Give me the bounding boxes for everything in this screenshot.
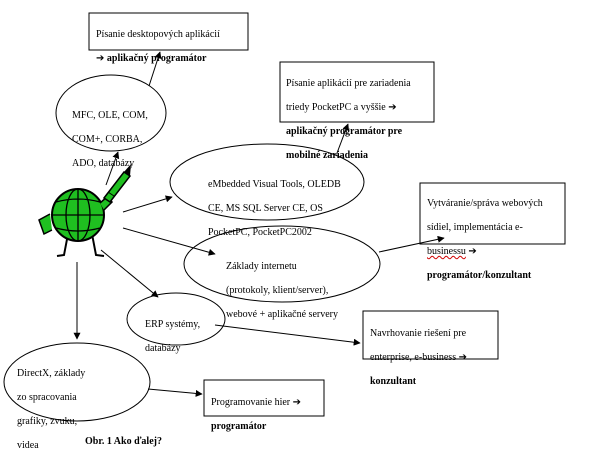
role-label: programátor/konzultant: [427, 270, 532, 281]
box-line: Vytváranie/správa webových: [427, 198, 543, 209]
box-enterprise: [362, 310, 499, 360]
box-web: [419, 182, 566, 245]
node-line: grafiky, zvuku,: [17, 416, 78, 427]
box-line: enterprise, e-business ➔: [370, 352, 496, 364]
node-erp-text: ERP systémy, databázy: [145, 307, 215, 367]
box-line-text: Programovanie hier: [211, 397, 291, 408]
arrow-figure-to-mfc: [105, 151, 120, 186]
box-games-text: Programovanie hier ➔ programátor: [211, 385, 323, 445]
box-enterprise-text: Navrhovanie riešení pre enterprise, e-bu…: [370, 316, 496, 400]
arrow-figure-to-embedded: [122, 195, 173, 213]
node-line: ERP systémy,: [145, 319, 201, 330]
arrow-figure-to-internet: [122, 227, 216, 256]
node-line: zo spracovania: [17, 392, 77, 403]
box-desktop-text: Písanie desktopových aplikácií ➔ aplikač…: [96, 17, 246, 77]
ellipse-embedded: [169, 143, 365, 221]
box-line: Písanie desktopových aplikácií: [96, 29, 220, 40]
box-line: triedy PocketPC a vyššie ➔: [286, 102, 434, 114]
box-pocketpc-text: Písanie aplikácií pre zariadenia triedy …: [286, 66, 434, 174]
globe-figure-icon: [38, 164, 132, 257]
ellipse-internet: [183, 225, 381, 303]
box-line: mobilné zariadenia: [286, 150, 434, 162]
role-label: mobilné zariadenia: [286, 150, 368, 161]
node-line: COM+, CORBA,: [72, 134, 143, 145]
node-line: webové + aplikačné servery: [226, 309, 338, 320]
node-line: eMbedded Visual Tools, OLEDB: [208, 179, 341, 190]
node-line: (protokoly, klient/server),: [226, 285, 329, 296]
role-label: programátor: [211, 421, 267, 432]
role-label: aplikačný programátor: [106, 53, 207, 64]
arrow-glyph: ➔: [458, 352, 467, 363]
box-line: Navrhovanie riešení pre: [370, 328, 467, 339]
box-line: programátor: [211, 421, 323, 433]
node-line: Základy internetu: [226, 261, 297, 272]
box-line-text: enterprise, e-business: [370, 352, 457, 363]
box-web-text: Vytváranie/správa webových sídiel, imple…: [427, 186, 563, 294]
arrow-mfc-to-desktop: [148, 51, 162, 87]
role-label: konzultant: [370, 376, 417, 387]
node-embedded-text: eMbedded Visual Tools, OLEDB CE, MS SQL …: [208, 167, 358, 251]
arrow-directx-to-games: [147, 388, 203, 397]
node-line: PocketPC, PocketPC2002: [208, 227, 312, 238]
box-games: [203, 379, 325, 417]
node-line: ADO, databázy: [72, 158, 135, 169]
box-desktop: [88, 12, 249, 51]
arrow-figure-to-erp: [100, 249, 159, 298]
arrow-erp-to-enterprise: [214, 324, 361, 346]
node-line: videa: [17, 440, 39, 451]
ellipse-directx: [3, 342, 151, 422]
ellipse-mfc: [55, 74, 167, 152]
node-line: DirectX, základy: [17, 368, 86, 379]
arrow-glyph: ➔: [388, 102, 397, 113]
node-line: CE, MS SQL Server CE, OS: [208, 203, 323, 214]
figure-caption: Obr. 1 Ako ďalej?: [85, 436, 162, 447]
arrow-glyph: ➔: [96, 53, 105, 64]
box-line: businessu ➔: [427, 246, 563, 258]
box-line: programátor/konzultant: [427, 270, 563, 282]
ellipse-erp: [126, 292, 226, 346]
node-directx-text: DirectX, základy zo spracovania grafiky,…: [17, 356, 117, 464]
box-line: konzultant: [370, 376, 496, 388]
misspelled-word: businessu: [427, 246, 466, 257]
box-pocketpc: [279, 61, 435, 123]
node-line: databázy: [145, 343, 181, 354]
role-label: aplikačný programátor pre: [286, 126, 403, 137]
node-line: MFC, OLE, COM,: [72, 110, 148, 121]
box-line: Písanie aplikácií pre zariadenia: [286, 78, 411, 89]
arrow-internet-to-web: [378, 235, 445, 253]
box-line-text: triedy PocketPC a vyššie: [286, 102, 386, 113]
node-mfc-text: MFC, OLE, COM, COM+, CORBA, ADO, databáz…: [72, 98, 156, 182]
arrow-embedded-to-pocketpc: [336, 123, 350, 154]
box-line: ➔ aplikačný programátor: [96, 53, 246, 65]
box-line: aplikačný programátor pre: [286, 126, 434, 138]
arrow-glyph: ➔: [292, 397, 302, 408]
node-internet-text: Základy internetu (protokoly, klient/ser…: [226, 249, 376, 333]
box-line: Programovanie hier ➔: [211, 397, 323, 409]
box-line: sídiel, implementácia e-: [427, 222, 523, 233]
arrow-glyph: ➔: [468, 246, 477, 257]
